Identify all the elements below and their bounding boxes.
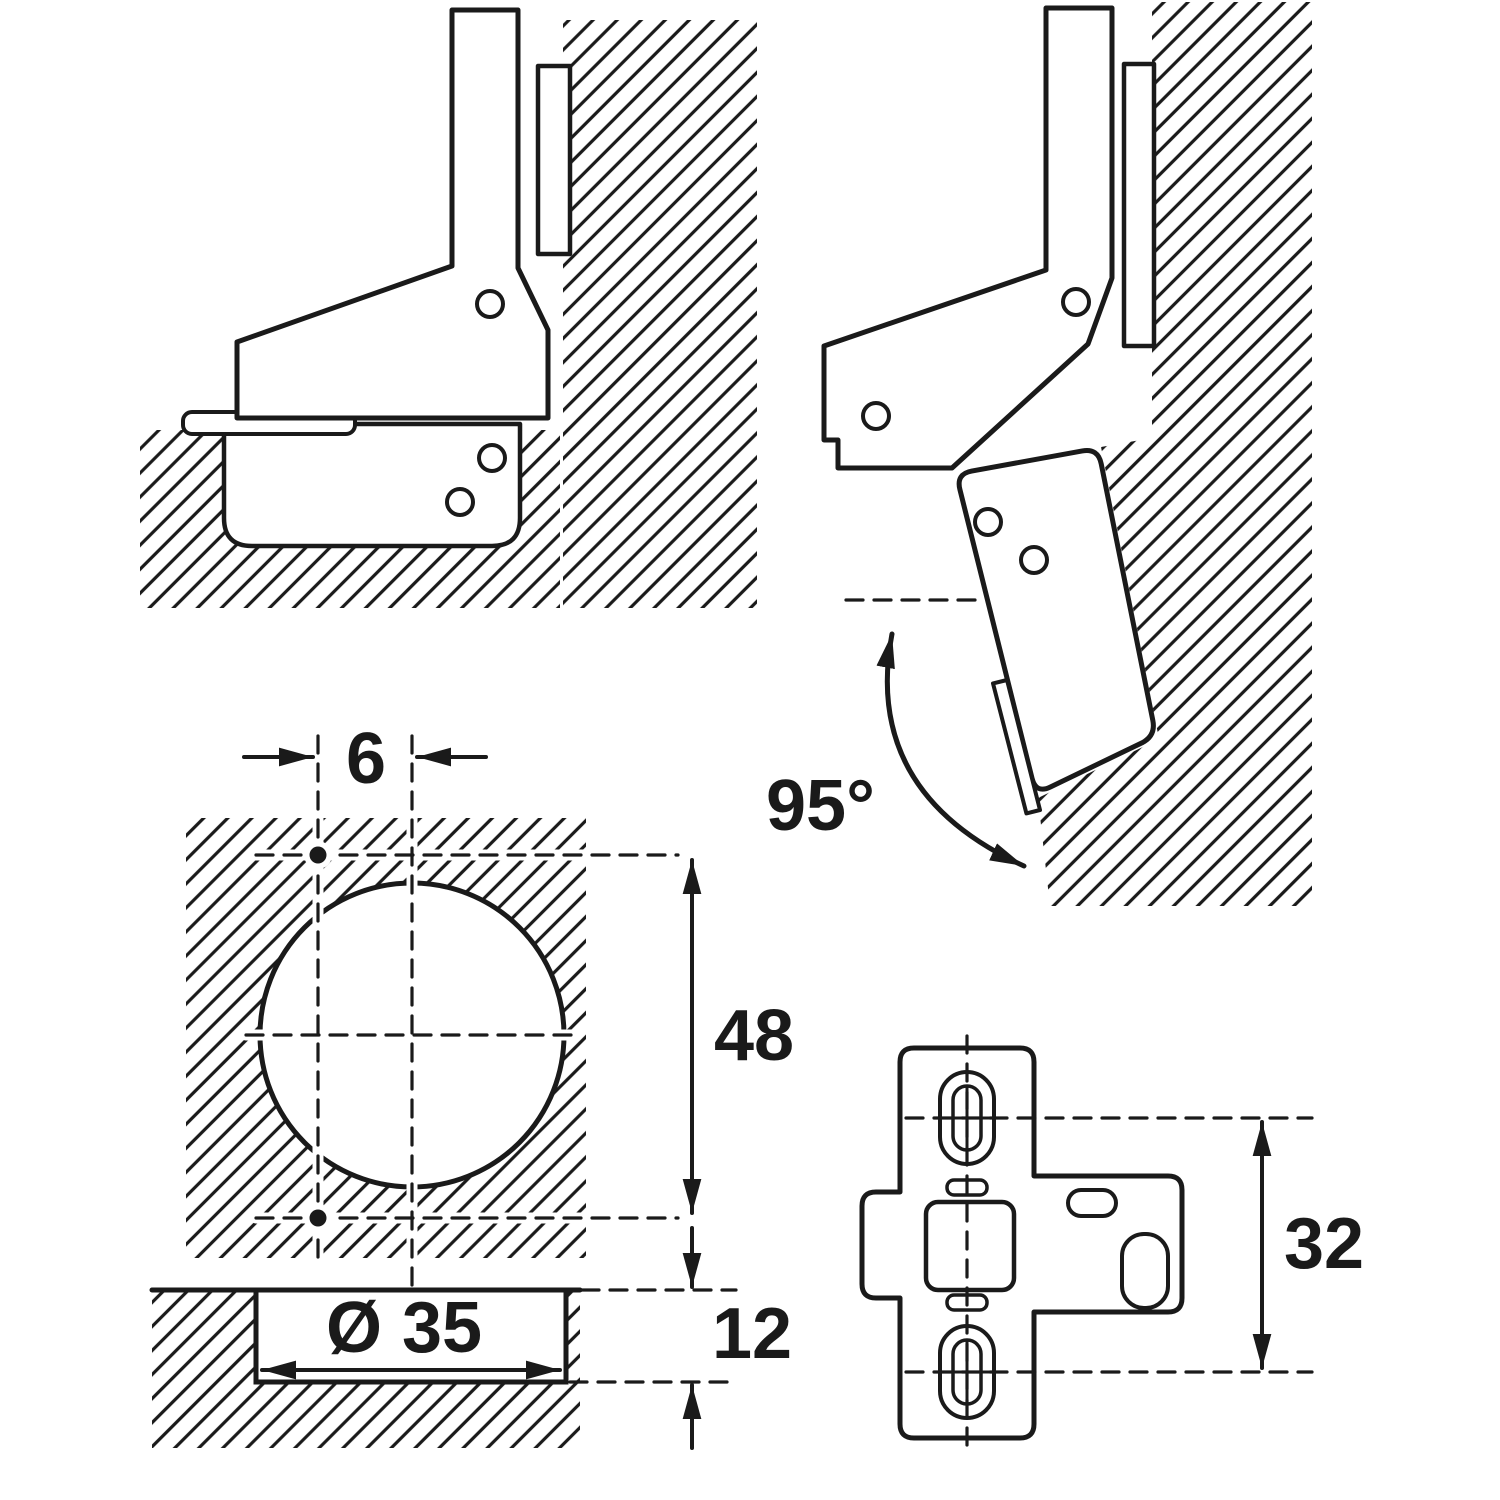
view-drilling-pattern: 6 48 12 Ø 35	[149, 719, 794, 1450]
opening-angle-arc-arrow	[876, 631, 1027, 869]
hinge-cup	[221, 421, 523, 549]
wing-hole-small	[1066, 1188, 1118, 1218]
arm-screw-hole	[475, 289, 505, 319]
lower-screw-point	[309, 1209, 327, 1227]
cup-depth-dimension-label: 12	[712, 1294, 792, 1374]
hinge-arm-closed	[234, 7, 551, 421]
arm-screw-hole	[861, 401, 891, 431]
cup-screw-hole	[1019, 545, 1049, 575]
wing-hole-large	[1120, 1232, 1170, 1310]
cup-screw-hole	[445, 487, 475, 517]
cabinet-side-section-hatch	[1038, 2, 1312, 906]
mounting-plate-edge	[535, 63, 573, 257]
view-mounting-plate: 32	[859, 1034, 1364, 1454]
mounting-plate-edge	[1121, 61, 1157, 349]
opening-angle-label: 95°	[766, 766, 875, 846]
open-door-panel	[956, 447, 1156, 792]
cup-screw-hole	[477, 443, 507, 473]
plate-center-hole	[923, 1199, 1017, 1293]
plate-spacing-dimension-label: 32	[1284, 1204, 1364, 1284]
view-closed-hinge-side	[140, 7, 757, 608]
upper-screw-point	[309, 846, 327, 864]
cup-diameter-dimension-label: Ø 35	[326, 1288, 482, 1368]
cabinet-side-section-hatch	[563, 20, 757, 608]
view-open-hinge-side: 95°	[766, 2, 1312, 906]
edge-offset-dimension-label: 6	[346, 719, 386, 799]
screw-spacing-dimension-label: 48	[714, 996, 794, 1076]
cup-screw-hole	[973, 507, 1003, 537]
arm-screw-hole	[1061, 287, 1091, 317]
hinge-arm-open	[821, 5, 1115, 471]
